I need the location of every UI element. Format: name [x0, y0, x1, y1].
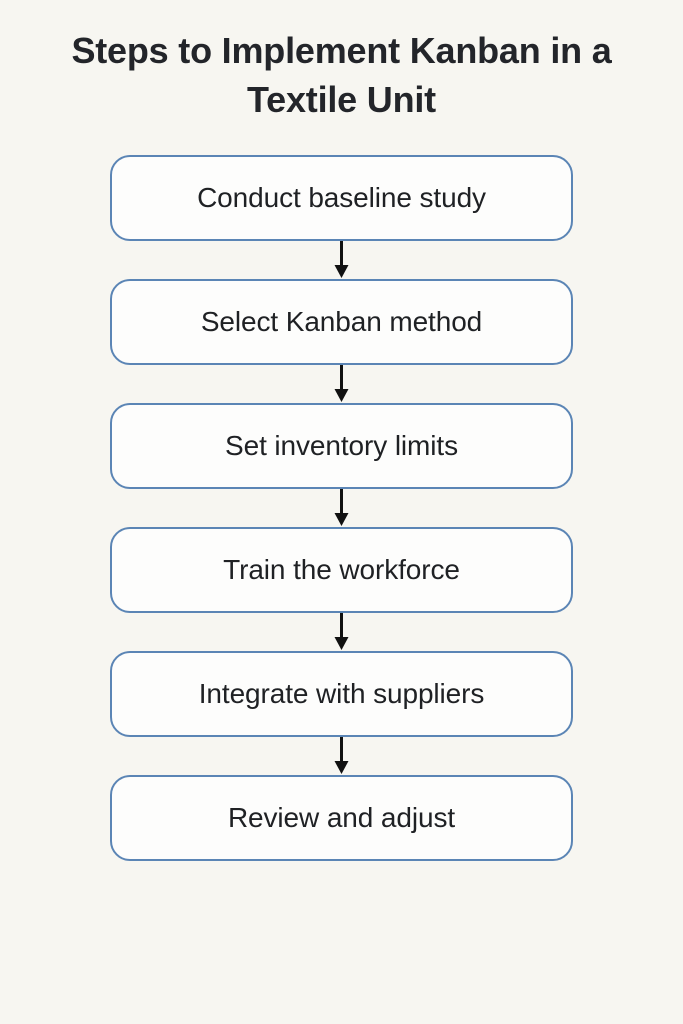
flow-node-step-5[interactable]: Integrate with suppliers	[110, 651, 573, 737]
flow-node-label: Conduct baseline study	[197, 182, 486, 213]
flow-node-step-4[interactable]: Train the workforce	[110, 527, 573, 613]
flow-node-step-1[interactable]: Conduct baseline study	[110, 155, 573, 241]
flow-node-step-2[interactable]: Select Kanban method	[110, 279, 573, 365]
flow-connector-1-to-2	[110, 241, 573, 279]
flow-node-label: Set inventory limits	[225, 430, 458, 461]
flow-node-label: Integrate with suppliers	[198, 678, 485, 709]
flow-node-step-6[interactable]: Review and adjust	[110, 775, 573, 861]
flow-node-label: Review and adjust	[227, 802, 456, 833]
page-title: Steps to Implement Kanban in a Textile U…	[71, 30, 612, 120]
flowchart-container: Conduct baseline study Select Kanban met…	[110, 155, 573, 861]
flow-node-label: Select Kanban method	[200, 306, 483, 337]
flow-connector-5-to-6	[110, 737, 573, 775]
flow-connector-4-to-5	[110, 613, 573, 651]
flow-connector-2-to-3	[110, 365, 573, 403]
flow-node-step-3[interactable]: Set inventory limits	[110, 403, 573, 489]
flow-node-label: Train the workforce	[223, 554, 460, 585]
flow-connector-3-to-4	[110, 489, 573, 527]
